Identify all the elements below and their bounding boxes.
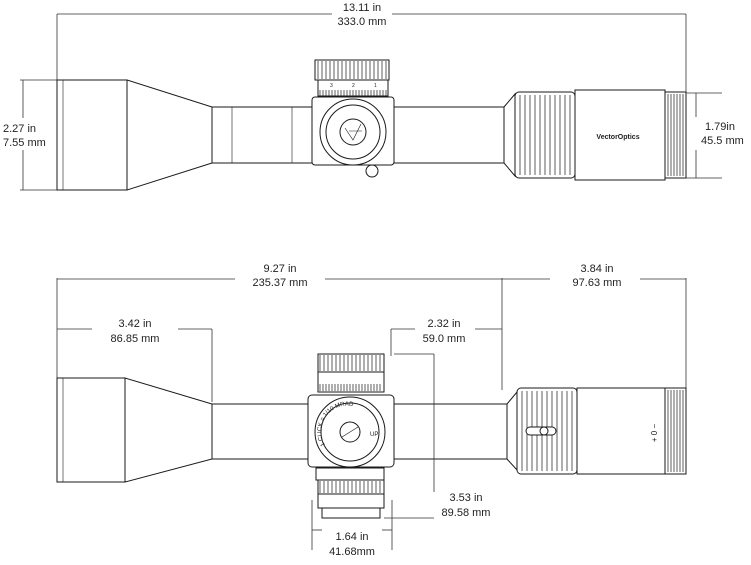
elevation-turret-ticks: [319, 90, 387, 96]
side-lever-knob: [539, 426, 549, 436]
magnification-ring-grip: [519, 95, 571, 175]
objective-dia-mm: 7.55 mm: [3, 137, 46, 149]
parallax-scale-band: [315, 467, 385, 481]
overall-length-mm: 333.0 mm: [338, 16, 387, 28]
vector-logo-mark-icon: [344, 123, 362, 141]
side-view-scope: 9.27 in 235.37 mm 3.84 in 97.63 mm 3.42 …: [56, 263, 687, 558]
obj-to-eye-in: 9.27 in: [263, 263, 296, 275]
objective-dia-in: 2.27 in: [3, 123, 36, 135]
ocular-focus-ring-grip: [667, 94, 684, 176]
top-view-scope: 13.11 in 333.0 mm 2.27 in 7.55 mm 3 2 1: [3, 2, 744, 191]
turret-scale-2: 2: [352, 83, 355, 89]
side-ocular-grip: [667, 390, 684, 472]
eyepiece-body: [574, 89, 666, 181]
illumination-knob: [365, 164, 379, 178]
obj-to-eye-mm: 235.37 mm: [252, 277, 307, 289]
parallax-knob-scale: [317, 493, 385, 509]
side-objective-taper: [124, 377, 213, 483]
overall-length-in: 13.11 in: [343, 2, 381, 14]
parallax-knob-base: [321, 507, 381, 519]
turret-to-eye-mm: 59.0 mm: [423, 333, 466, 345]
eyepiece-dia-in: 1.79in: [705, 121, 735, 133]
side-elevation-scale: [317, 371, 385, 393]
side-objective-bell: [56, 377, 126, 483]
objective-taper: [126, 79, 213, 191]
parallax-knob-grip: [319, 481, 381, 493]
turret-height-in: 3.53 in: [449, 492, 482, 504]
windage-dial-slot: [341, 426, 359, 438]
turret-height-mm: 89.58 mm: [442, 507, 491, 519]
eyepiece-length-in: 3.84 in: [580, 263, 613, 275]
eyepiece-dia-mm: 45.5 mm: [701, 135, 744, 147]
turret-width-mm: 41.68mm: [329, 546, 375, 558]
obj-bell-in: 3.42 in: [118, 318, 151, 330]
eyepiece-taper: [503, 92, 516, 178]
ocular-focus-ring: [664, 91, 687, 179]
side-eyepiece-taper: [506, 390, 518, 472]
side-elevation-ticks: [319, 384, 381, 391]
brand-text: VectorOptics: [596, 134, 639, 141]
diopter-mark: + 0 −: [650, 424, 659, 443]
turret-up-label: UP: [370, 432, 378, 438]
side-elevation-grip: [319, 355, 381, 371]
vector-logo-icon: [339, 118, 367, 146]
obj-bell-mm: 86.85 mm: [111, 333, 160, 345]
side-ocular-ring: [664, 387, 687, 475]
objective-bell: [56, 79, 128, 191]
turret-to-eye-in: 2.32 in: [427, 318, 460, 330]
turret-scale-3: 3: [330, 83, 333, 89]
turret-width-in: 1.64 in: [335, 531, 368, 543]
elevation-turret-grip: [317, 61, 387, 79]
eyepiece-length-mm: 97.63 mm: [573, 277, 622, 289]
turret-scale-1: 1: [374, 83, 377, 89]
